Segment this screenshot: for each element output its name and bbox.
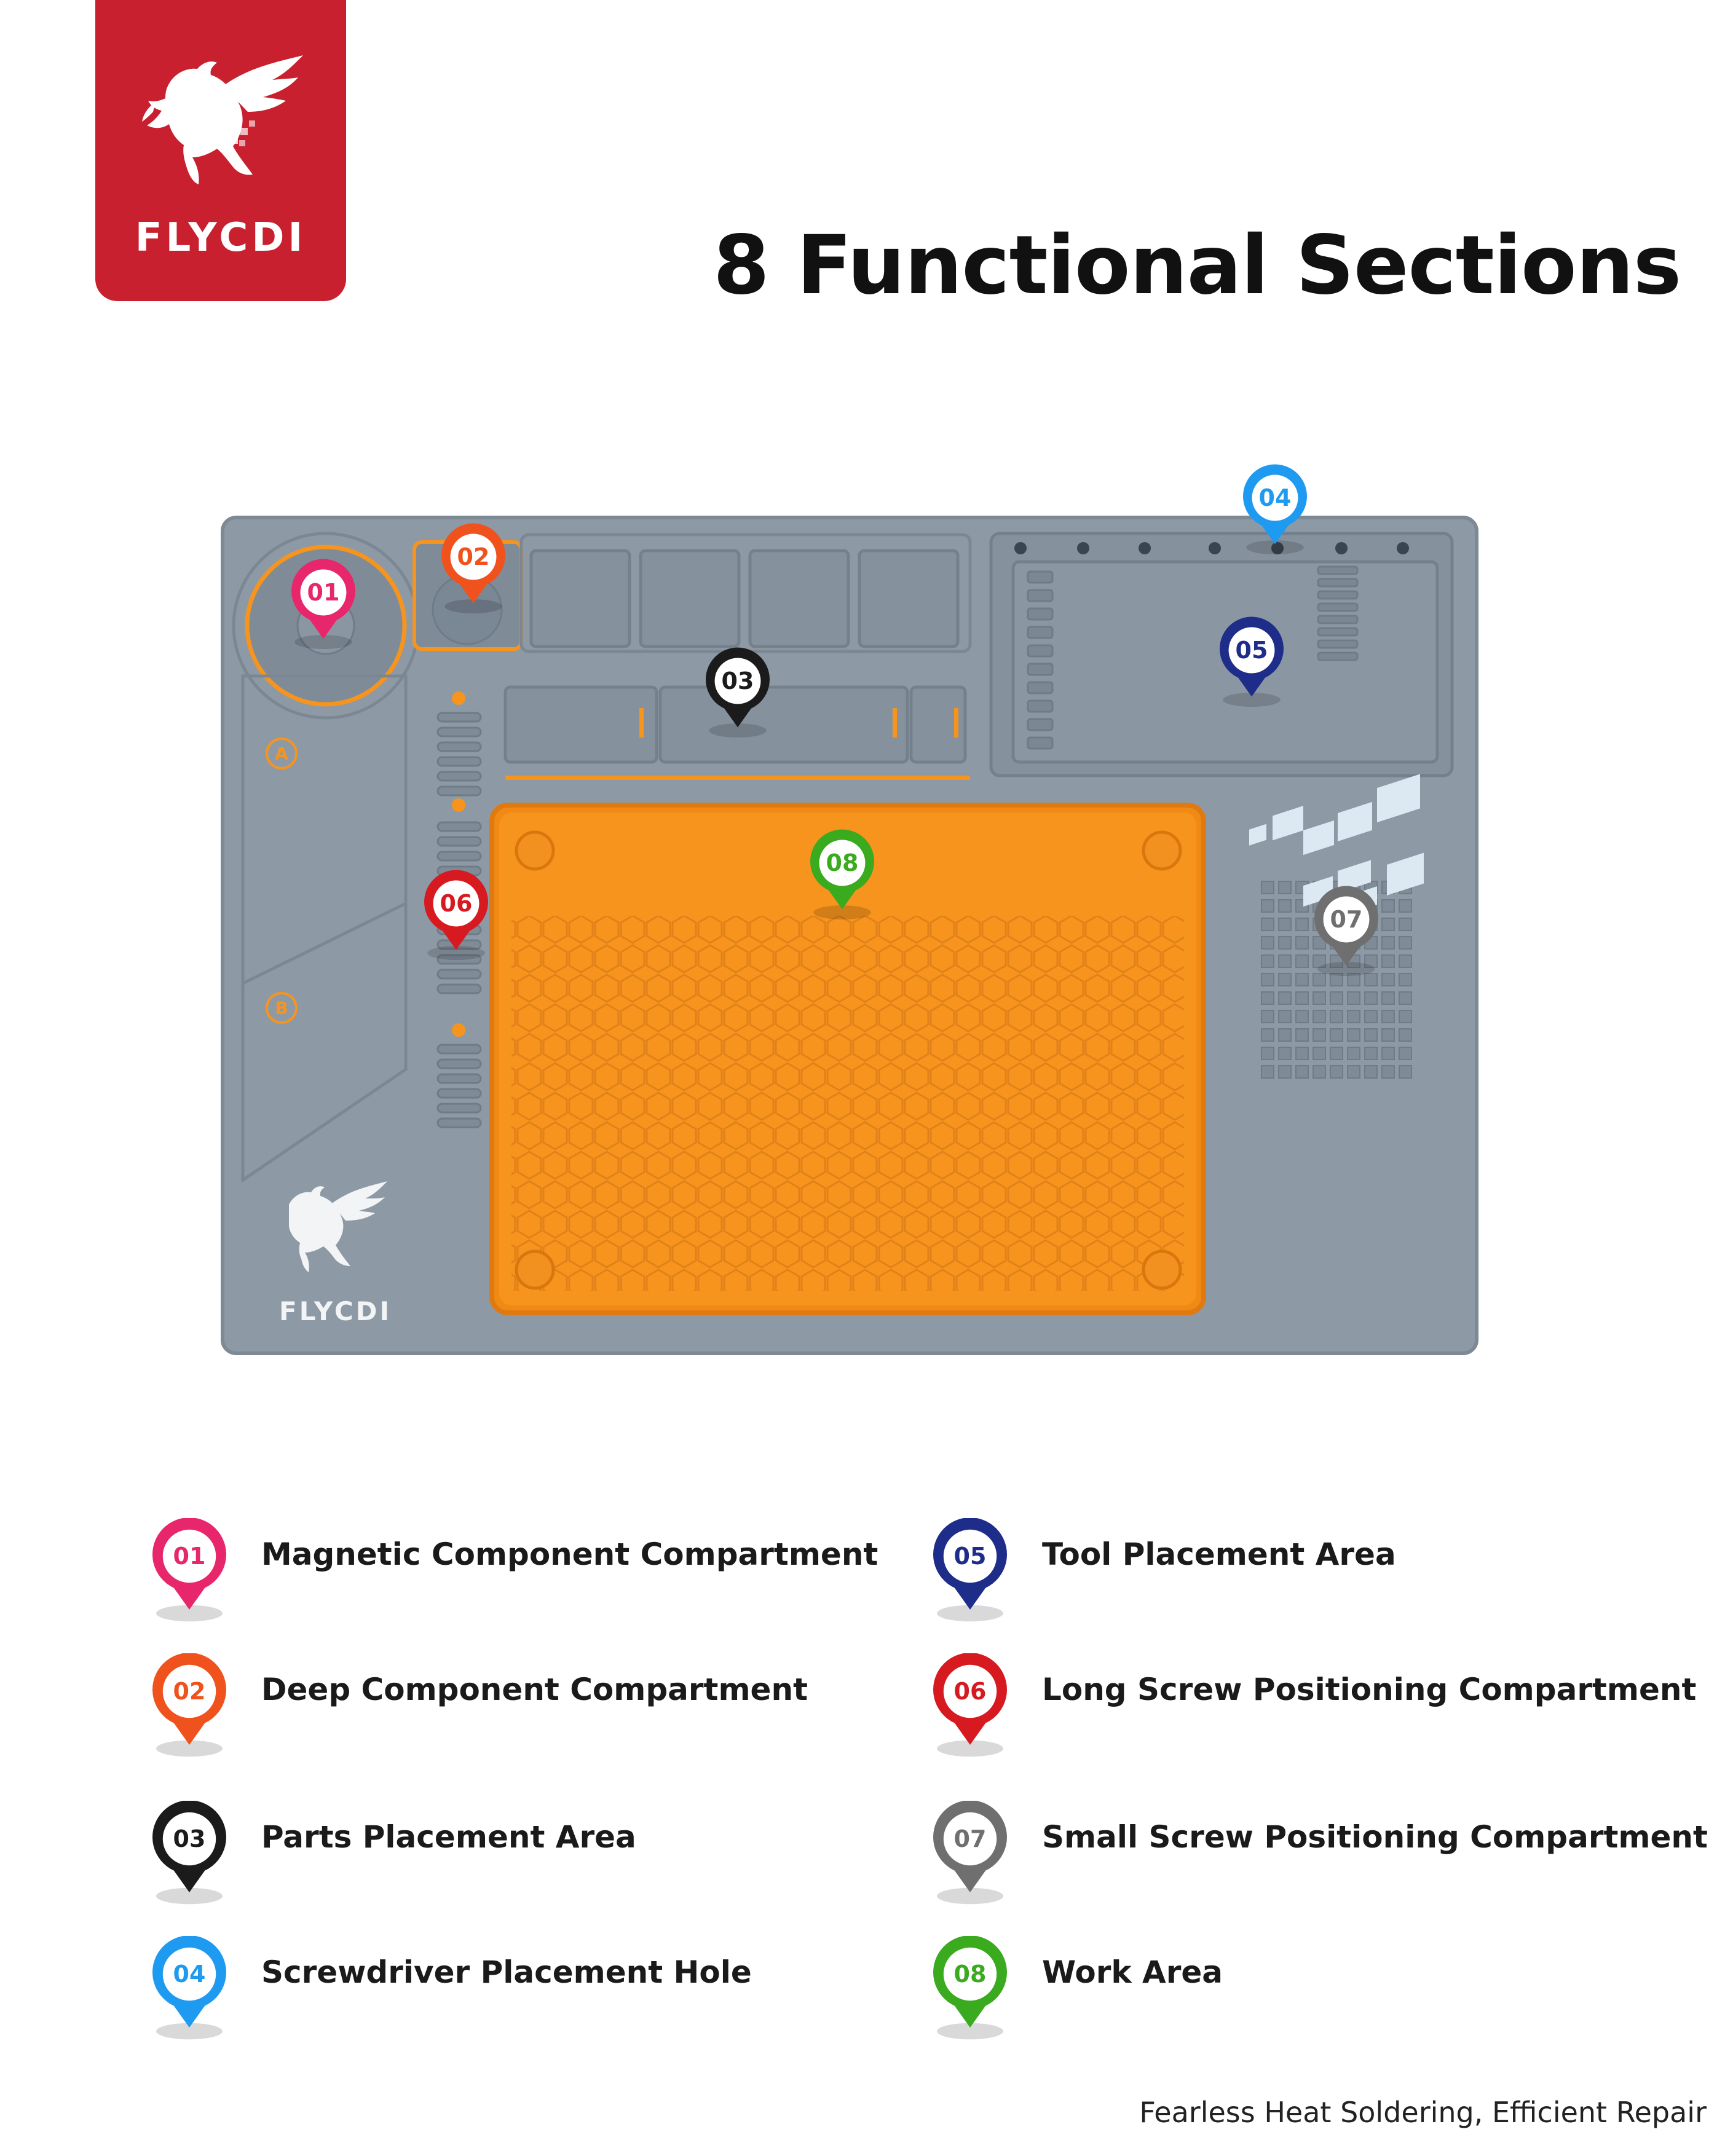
pin-06-marker: 06	[424, 870, 489, 961]
pin-number: 02	[457, 543, 490, 570]
small-screw-compartment	[1261, 881, 1412, 1079]
legend-label: Small Screw Positioning Compartment	[1042, 1819, 1708, 1855]
winged-horse-icon	[142, 55, 303, 184]
legend-label: Parts Placement Area	[261, 1819, 636, 1855]
pin-number: 02	[173, 1678, 206, 1705]
tagline: Fearless Heat Soldering, Efficient Repai…	[1139, 2096, 1707, 2129]
pin-number: 05	[954, 1543, 987, 1570]
legend-label: Work Area	[1042, 1954, 1223, 1990]
location-pin-icon: 04	[152, 1936, 226, 2040]
pin-07-marker: 07	[1314, 886, 1379, 977]
pin-04-marker: 04	[1243, 464, 1307, 555]
legend-label: Deep Component Compartment	[261, 1672, 808, 1707]
pin-number: 01	[307, 579, 340, 606]
zone-b-letter: B	[275, 998, 288, 1018]
pin-number: 04	[1259, 484, 1292, 511]
pin-number: 06	[440, 890, 473, 917]
legend-item-08: 08 Work Area	[928, 1936, 1666, 2040]
work-area	[489, 803, 1206, 1315]
legend-item-02: 02 Deep Component Compartment	[148, 1653, 885, 1758]
legend-item-06: 06 Long Screw Positioning Compartment	[928, 1653, 1696, 1758]
legend-item-05: 05 Tool Placement Area	[928, 1518, 1666, 1623]
pin-number: 03	[173, 1825, 206, 1852]
pin-08-marker: 08	[810, 829, 874, 920]
pin-number: 04	[173, 1961, 206, 1988]
brand-logo: FLYCDI	[95, 0, 346, 301]
legend-label: Screwdriver Placement Hole	[261, 1954, 752, 1990]
legend-label: Magnetic Component Compartment	[261, 1536, 878, 1572]
legend-item-07: 07 Small Screw Positioning Compartment	[928, 1801, 1708, 1905]
zone-a-marker	[266, 738, 298, 769]
legend-item-04: 04 Screwdriver Placement Hole	[148, 1936, 885, 2040]
brand-name: FLYCDI	[135, 215, 307, 261]
pin-number: 01	[173, 1543, 206, 1570]
pin-number: 06	[954, 1678, 987, 1705]
legend-label: Tool Placement Area	[1042, 1536, 1396, 1572]
mat-logo-text: FLYCDI	[279, 1296, 392, 1326]
location-pins: 01 02 03 04 05 06 07 08	[291, 464, 1379, 977]
pin-number: 05	[1236, 637, 1268, 664]
location-pin-icon: 06	[933, 1653, 1007, 1757]
pin-number: 08	[954, 1961, 987, 1988]
location-pin-icon: 07	[933, 1801, 1007, 1905]
legend-label: Long Screw Positioning Compartment	[1042, 1672, 1697, 1707]
location-pin-icon: 08	[933, 1936, 1007, 2040]
repair-mat-illustration: A B	[221, 464, 1478, 1355]
page-title: 8 Functional Sections	[713, 218, 1681, 313]
location-pin-icon: 02	[152, 1653, 226, 1757]
pin-number: 07	[1330, 906, 1363, 933]
location-pin-icon: 03	[152, 1801, 226, 1905]
pin-number: 07	[954, 1825, 987, 1852]
pin-05-marker: 05	[1219, 616, 1284, 707]
mat-logo: FLYCDI	[279, 1181, 392, 1326]
location-pin-icon: 01	[152, 1518, 226, 1622]
legend-item-03: 03 Parts Placement Area	[148, 1801, 885, 1905]
pin-03-marker: 03	[706, 647, 770, 738]
top-compartments	[529, 549, 960, 648]
pin-01-marker: 01	[291, 559, 356, 650]
zone-b-marker	[266, 992, 298, 1024]
pin-number: 03	[722, 667, 754, 694]
side-zones	[241, 674, 408, 1183]
legend-item-01: 01 Magnetic Component Compartment	[148, 1518, 885, 1623]
location-pin-icon: 05	[933, 1518, 1007, 1622]
pin-02-marker: 02	[441, 523, 506, 614]
pin-number: 08	[826, 849, 859, 876]
zone-a-letter: A	[275, 744, 288, 764]
